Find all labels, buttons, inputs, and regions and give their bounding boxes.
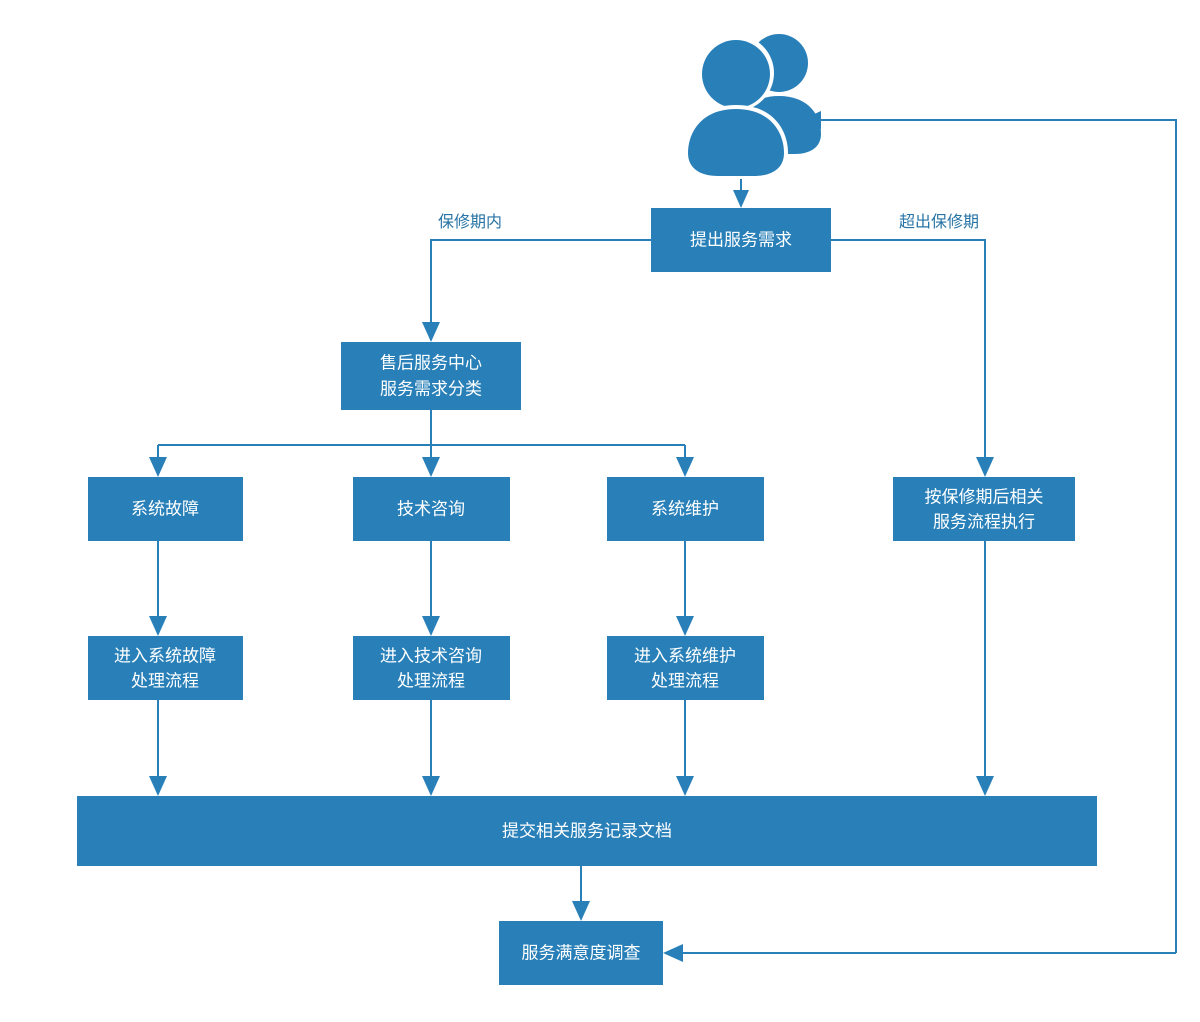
node-consult-label: 技术咨询	[397, 499, 465, 518]
node-maintain-label: 系统维护	[651, 499, 719, 518]
node-fault-process[interactable]: 进入系统故障 处理流程	[88, 636, 243, 700]
node-consult-process-label-line2: 处理流程	[397, 671, 465, 690]
node-out-of-warranty[interactable]: 按保修期后相关 服务流程执行	[893, 477, 1075, 541]
node-fault-label: 系统故障	[131, 499, 199, 518]
node-request-box[interactable]	[651, 208, 831, 272]
node-fault-process-label-line2: 处理流程	[131, 671, 199, 690]
arrowhead-maintain-to-maintain-process	[676, 616, 694, 636]
node-fault-process-box[interactable]	[88, 636, 243, 700]
arrowhead-actor-to-request	[733, 190, 749, 208]
arrowhead-submit-to-survey	[572, 901, 590, 921]
node-consult-process[interactable]: 进入技术咨询 处理流程	[353, 636, 510, 700]
node-maintain[interactable]: 系统维护	[607, 477, 764, 541]
node-maintain-process-label-line1: 进入系统维护	[634, 646, 736, 665]
node-classify-label-line1: 售后服务中心	[380, 353, 482, 372]
node-out-of-warranty-label-line2: 服务流程执行	[933, 512, 1035, 531]
connector-request-to-classify	[430, 239, 651, 326]
node-submit-doc-label: 提交相关服务记录文档	[502, 821, 672, 840]
node-consult[interactable]: 技术咨询	[353, 477, 510, 541]
node-survey[interactable]: 服务满意度调查	[499, 921, 663, 985]
arrowhead-consult-to-consult-process	[422, 616, 440, 636]
node-consult-box[interactable]	[353, 477, 510, 541]
arrowhead-bus-to-maintain	[676, 457, 694, 477]
node-fault-box[interactable]	[88, 477, 243, 541]
node-fault-process-label-line1: 进入系统故障	[114, 646, 216, 665]
arrowhead-maintain-process-to-submit	[676, 776, 694, 796]
node-survey-label: 服务满意度调查	[522, 943, 641, 962]
arrowhead-fault-to-fault-process	[149, 616, 167, 636]
people-icon-front-body	[688, 109, 784, 176]
node-maintain-process-box[interactable]	[607, 636, 764, 700]
arrowhead-consult-process-to-submit	[422, 776, 440, 796]
edge-label-in-warranty: 保修期内	[438, 213, 502, 231]
people-icon	[684, 34, 821, 179]
node-submit-doc-box[interactable]	[77, 796, 1097, 866]
people-icon-front-head	[702, 40, 770, 108]
node-maintain-process[interactable]: 进入系统维护 处理流程	[607, 636, 764, 700]
node-out-of-warranty-box[interactable]	[893, 477, 1075, 541]
arrowhead-out-of-warranty-to-submit	[976, 776, 994, 796]
node-survey-box[interactable]	[499, 921, 663, 985]
arrowhead-request-to-out-of-warranty	[976, 457, 994, 477]
arrowhead-bus-to-fault	[149, 457, 167, 477]
connector-feedback-loop-to-actor	[817, 119, 1177, 953]
connector-request-to-out-of-warranty	[831, 239, 986, 461]
node-maintain-process-label-line2: 处理流程	[651, 671, 719, 690]
node-out-of-warranty-label-line1: 按保修期后相关	[925, 487, 1044, 506]
node-classify-box[interactable]	[341, 342, 521, 410]
node-maintain-box[interactable]	[607, 477, 764, 541]
arrowhead-fault-process-to-submit	[149, 776, 167, 796]
node-submit-doc[interactable]: 提交相关服务记录文档	[77, 796, 1097, 866]
node-request[interactable]: 提出服务需求	[651, 208, 831, 272]
edge-label-over-warranty: 超出保修期	[899, 213, 979, 231]
node-request-label: 提出服务需求	[690, 230, 792, 249]
node-fault[interactable]: 系统故障	[88, 477, 243, 541]
node-consult-process-label-line1: 进入技术咨询	[380, 646, 482, 665]
node-classify-label-line2: 服务需求分类	[380, 379, 482, 398]
arrowhead-bus-to-consult	[422, 457, 440, 477]
node-classify[interactable]: 售后服务中心 服务需求分类	[341, 342, 521, 410]
node-consult-process-box[interactable]	[353, 636, 510, 700]
arrowhead-feedback-to-survey	[663, 944, 683, 962]
arrowhead-request-to-classify	[422, 322, 440, 342]
